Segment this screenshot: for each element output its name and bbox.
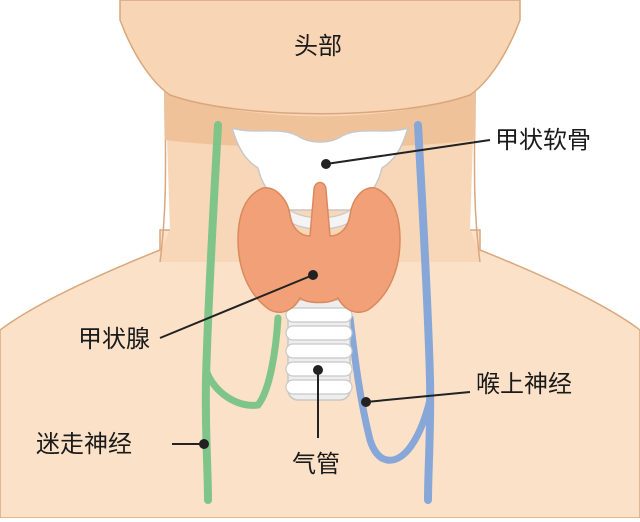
head <box>119 0 521 115</box>
laryngeal-nerve-right <box>414 121 435 504</box>
thyroid-gland <box>237 181 401 313</box>
vagus-nerve-left <box>201 121 222 504</box>
label-thyroid-gland: 甲状腺 <box>78 325 150 353</box>
label-superior-laryngeal-nerve: 喉上神经 <box>476 370 572 398</box>
label-trachea: 气管 <box>292 450 340 478</box>
laryngeal-branch-right <box>346 314 434 464</box>
label-thyroid-cartilage: 甲状软骨 <box>495 126 591 154</box>
leader-lines <box>159 139 491 449</box>
label-vagus-nerve: 迷走神经 <box>36 430 132 458</box>
vagus-branch-left <box>202 314 282 409</box>
label-head: 头部 <box>294 32 342 60</box>
